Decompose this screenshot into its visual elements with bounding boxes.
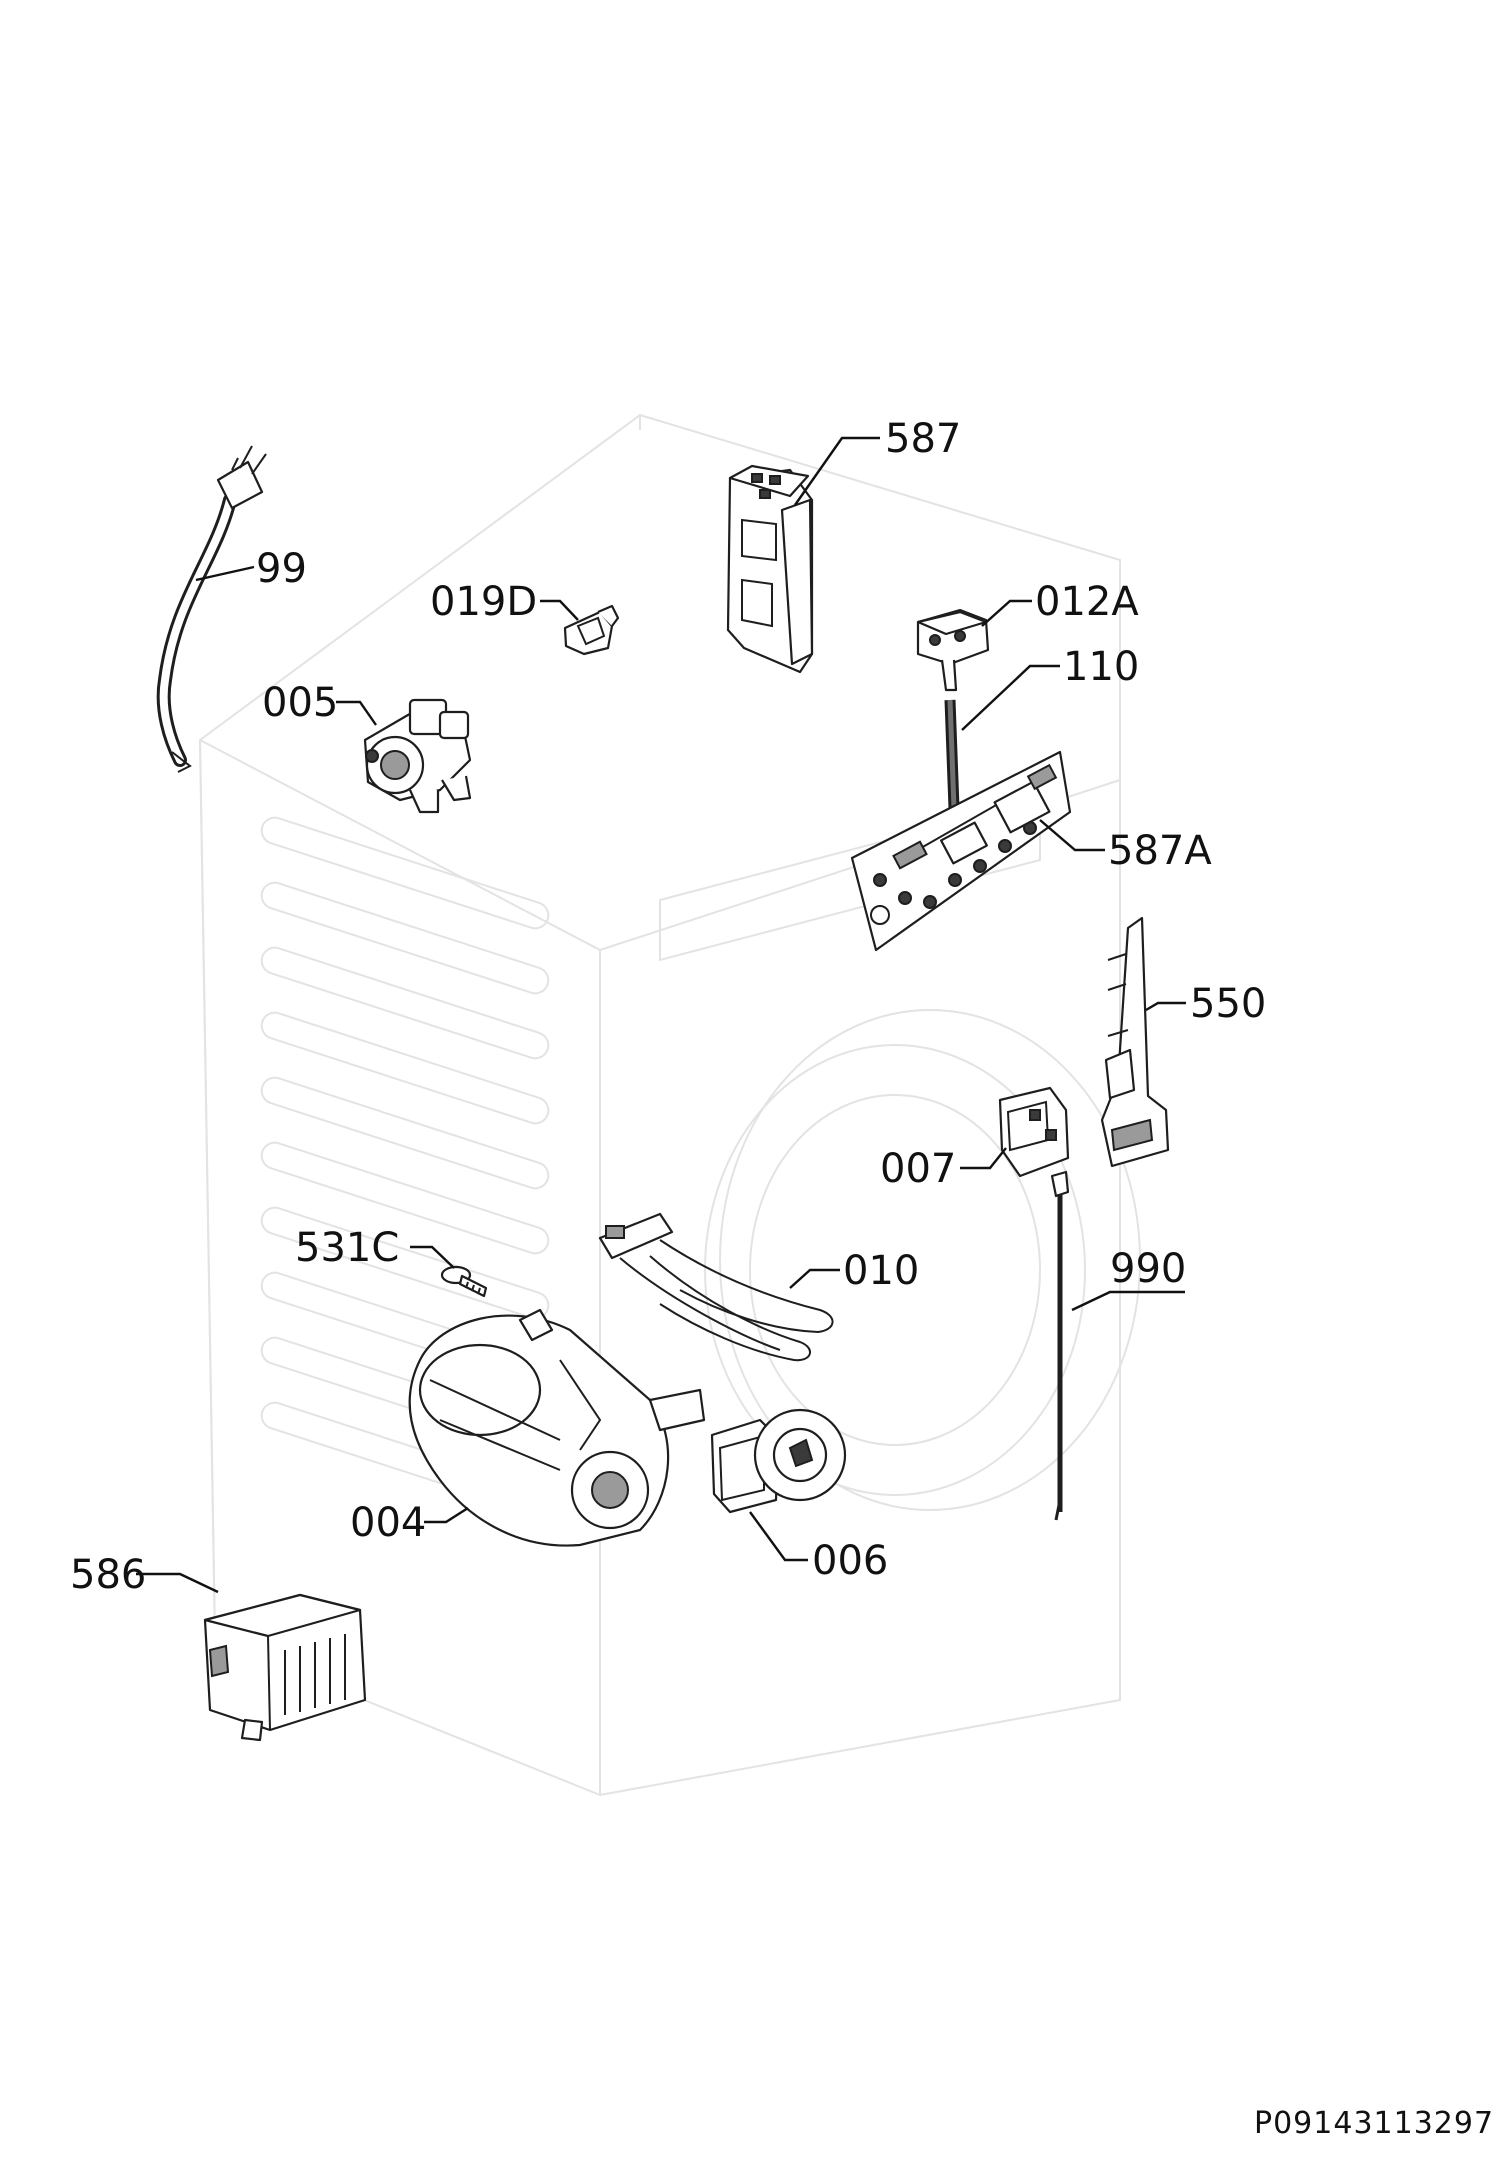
callout-587a: 587A bbox=[1108, 828, 1212, 874]
callout-010: 010 bbox=[843, 1248, 919, 1294]
module-box-part bbox=[726, 464, 814, 674]
leader-990 bbox=[1071, 1290, 1185, 1312]
leader-110 bbox=[961, 664, 1060, 731]
motor-part bbox=[408, 1308, 706, 1547]
door-rod-part bbox=[1050, 1170, 1070, 1521]
document-number: P09143113297 bbox=[1254, 2106, 1494, 2141]
leader-019d bbox=[540, 599, 579, 621]
screw-part bbox=[440, 1265, 488, 1298]
pressure-switch-part bbox=[916, 608, 990, 692]
bracket-part bbox=[1100, 916, 1170, 1168]
callout-004: 004 bbox=[350, 1500, 426, 1546]
pressure-hose-part bbox=[944, 699, 960, 809]
callout-006: 006 bbox=[812, 1538, 888, 1584]
leader-005 bbox=[336, 700, 377, 726]
leader-531c bbox=[410, 1245, 455, 1269]
callout-990: 990 bbox=[1110, 1246, 1186, 1292]
leader-006 bbox=[749, 1511, 808, 1562]
callout-550: 550 bbox=[1190, 981, 1266, 1027]
leader-550 bbox=[1145, 1001, 1186, 1012]
leader-586 bbox=[136, 1572, 219, 1594]
leader-012a bbox=[981, 599, 1032, 627]
leader-007 bbox=[960, 1147, 1007, 1170]
callout-587: 587 bbox=[885, 416, 961, 462]
callout-019d: 019D bbox=[430, 579, 537, 625]
clip-part bbox=[563, 604, 620, 656]
leader-lines bbox=[136, 436, 1186, 1594]
callout-007: 007 bbox=[880, 1146, 956, 1192]
callout-110: 110 bbox=[1063, 644, 1139, 690]
pcb-components bbox=[870, 763, 1058, 925]
callout-99: 99 bbox=[256, 546, 307, 592]
inlet-valve-part bbox=[363, 698, 472, 814]
heater-element-part bbox=[598, 1212, 834, 1362]
cabinet-ghost-outline bbox=[198, 413, 1141, 1797]
callout-586: 586 bbox=[70, 1552, 146, 1598]
leader-010 bbox=[789, 1268, 840, 1289]
callout-012a: 012A bbox=[1035, 579, 1139, 625]
filter-module-part bbox=[203, 1593, 367, 1742]
control-board-part bbox=[850, 750, 1072, 952]
power-cord-part bbox=[156, 445, 267, 773]
callout-531c: 531C bbox=[295, 1225, 399, 1271]
leader-004 bbox=[424, 1506, 469, 1524]
leader-587 bbox=[794, 436, 880, 506]
callout-labels: 587 99 019D 012A 110 005 587A 550 007 53… bbox=[70, 416, 1266, 1598]
leader-587a bbox=[1039, 819, 1105, 852]
callout-005: 005 bbox=[262, 680, 338, 726]
leader-99 bbox=[195, 565, 255, 582]
door-lock-part bbox=[998, 1086, 1070, 1178]
drain-pump-part bbox=[710, 1408, 847, 1514]
